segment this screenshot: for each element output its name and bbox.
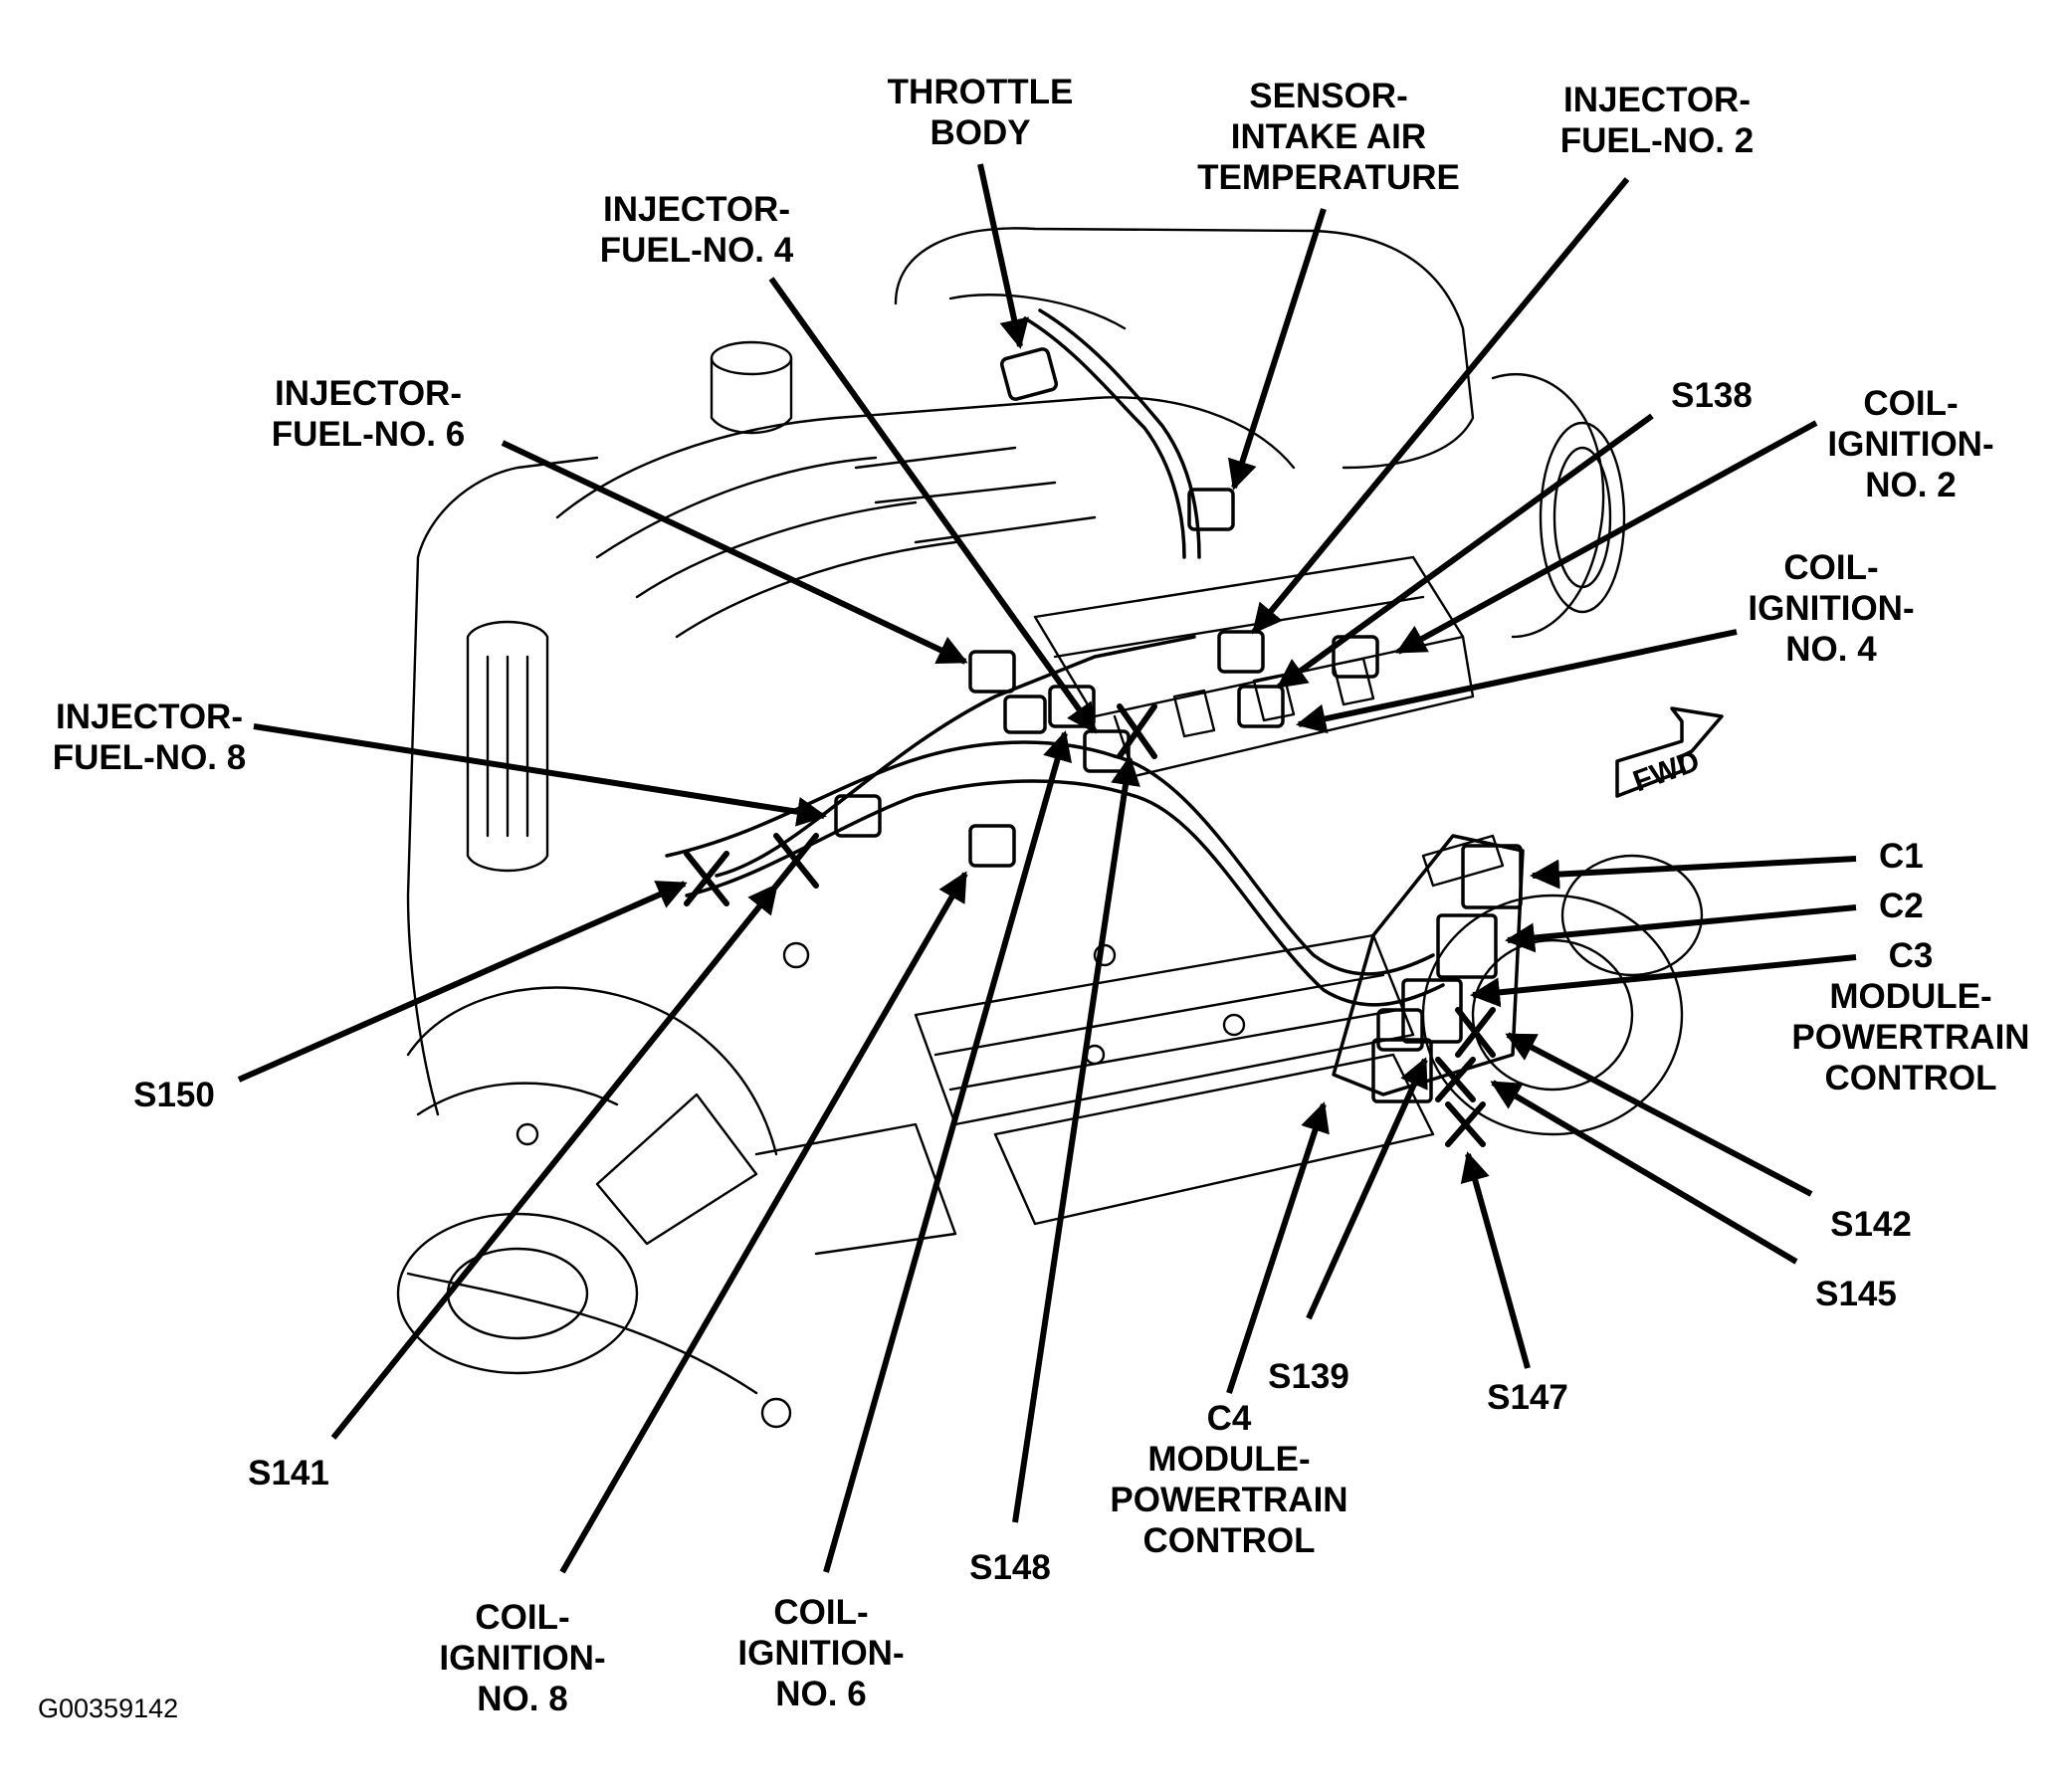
fwd-arrow: FWD — [1615, 706, 1724, 798]
leader-s139 — [1306, 1057, 1428, 1320]
label-coil-ignition-no-6: COIL-IGNITION-NO. 6 — [737, 1593, 905, 1713]
label-s138: S138 — [1671, 376, 1753, 415]
label-injector-fuel-no-4: INJECTOR-FUEL-NO. 4 — [599, 190, 794, 270]
leader-coil-6 — [823, 730, 1073, 1573]
leader-throttle-body — [977, 163, 1029, 349]
figure-id: G00359142 — [38, 1693, 179, 1723]
label-s145: S145 — [1815, 1275, 1897, 1313]
wiring-harness — [665, 308, 1525, 1103]
leader-s145 — [1490, 1080, 1798, 1265]
leader-s142 — [1505, 1032, 1813, 1197]
label-coil-ignition-no-8: COIL-IGNITION-NO. 8 — [439, 1598, 606, 1718]
leader-s148 — [1012, 755, 1140, 1523]
label-s148: S148 — [969, 1548, 1051, 1587]
engine-drawing — [396, 227, 1704, 1429]
leader-s147 — [1460, 1151, 1531, 1369]
label-c1: C1 — [1879, 837, 1924, 876]
leader-s138 — [1276, 413, 1654, 690]
label-s142: S142 — [1830, 1205, 1912, 1244]
leader-c2 — [1505, 904, 1857, 953]
label-c2: C2 — [1879, 887, 1924, 925]
leader-injector-2 — [1251, 177, 1630, 635]
leader-coil-8 — [559, 871, 968, 1574]
label-s150: S150 — [133, 1076, 215, 1114]
leader-injector-8 — [253, 723, 827, 827]
leader-lines — [237, 163, 1857, 1574]
label-coil-ignition-no-4: COIL-IGNITION-NO. 4 — [1748, 548, 1915, 669]
label-coil-ignition-no-2: COIL-IGNITION-NO. 2 — [1827, 384, 1994, 504]
leader-coil-4 — [1296, 629, 1738, 734]
label-injector-fuel-no-2: INJECTOR-FUEL-NO. 2 — [1559, 81, 1755, 160]
label-injector-fuel-no-6: INJECTOR-FUEL-NO. 6 — [271, 374, 466, 454]
splice-marks — [684, 703, 1496, 1147]
leader-coil-2 — [1395, 420, 1818, 655]
leader-injector-4 — [768, 277, 1098, 734]
label-s141: S141 — [248, 1454, 329, 1493]
leader-sensor-iat — [1227, 208, 1327, 491]
leader-c3 — [1470, 954, 1857, 1008]
leader-injector-6 — [501, 440, 968, 665]
leader-c1 — [1530, 856, 1857, 890]
leader-s150 — [237, 881, 688, 1083]
leader-s141 — [330, 883, 779, 1440]
leader-c4 — [1226, 1101, 1330, 1394]
label-injector-fuel-no-8: INJECTOR-FUEL-NO. 8 — [52, 697, 247, 777]
label-s139: S139 — [1268, 1357, 1349, 1396]
label-s147: S147 — [1487, 1378, 1568, 1417]
